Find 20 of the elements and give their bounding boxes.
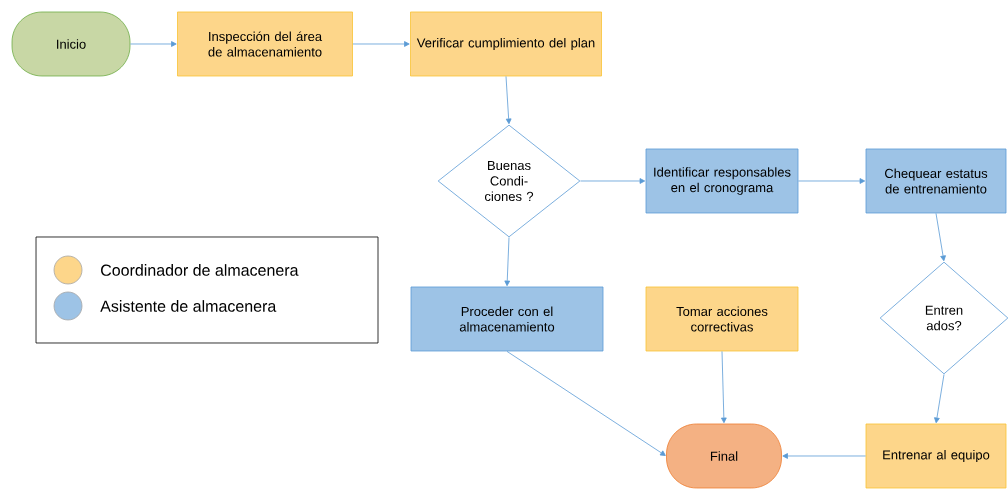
process-box: Verificar cumplimiento del plan xyxy=(410,11,602,77)
arrow xyxy=(352,41,410,47)
arrow xyxy=(504,237,511,287)
arrow xyxy=(798,178,866,184)
process-box: Entrenar al equipo xyxy=(865,423,1007,489)
arrow xyxy=(934,374,945,424)
arrow xyxy=(721,351,727,424)
legend-label: Asistente de almacenera xyxy=(100,300,277,312)
process-box: Inspección del área de almacenamiento xyxy=(177,11,353,77)
arrow xyxy=(130,41,177,47)
process-box: Proceder con el almacenamiento xyxy=(410,286,604,352)
process-box: Tomar acciones correctivas xyxy=(645,286,799,352)
process-box: Chequear estatus de entrenamiento xyxy=(865,148,1007,214)
arrow xyxy=(505,76,512,125)
arrow xyxy=(580,178,646,184)
process-box: Identificar responsables en el cronograma xyxy=(645,148,799,214)
arrow xyxy=(935,213,946,262)
arrow xyxy=(782,453,866,459)
legend-label: Coordinador de almacenera xyxy=(101,264,299,276)
arrow xyxy=(506,351,666,456)
